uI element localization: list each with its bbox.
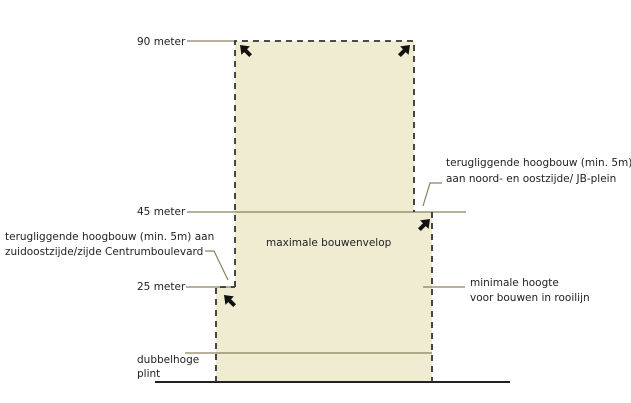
label-setback-south-1: terugliggende hoogbouw (min. 5m) aan [5,231,215,243]
envelope-outline [215,40,433,382]
leader-north [422,182,442,207]
label-setback-north-2: aan noord- en oostzijde/ JB-plein [446,173,617,185]
arrow-icon [240,45,253,58]
arrow-icon [224,295,237,308]
label-45m: 45 meter [137,206,186,218]
label-25m: 25 meter [137,281,186,293]
leader-south [205,250,229,281]
label-min-height-1: minimale hoogte [470,277,559,289]
label-setback-south-2: zuidoostzijde/zijde Centrumboulevard [5,246,204,258]
label-min-height-2: voor bouwen in rooilijn [470,292,590,304]
label-90m: 90 meter [137,36,186,48]
label-plinth-1: dubbelhoge [137,354,200,366]
label-plinth-2: plint [137,368,161,380]
arrow-icon [417,219,430,232]
label-setback-north-1: terugliggende hoogbouw (min. 5m) [446,157,631,169]
label-envelope: maximale bouwenvelop [266,237,392,249]
arrow-icon [397,45,410,58]
